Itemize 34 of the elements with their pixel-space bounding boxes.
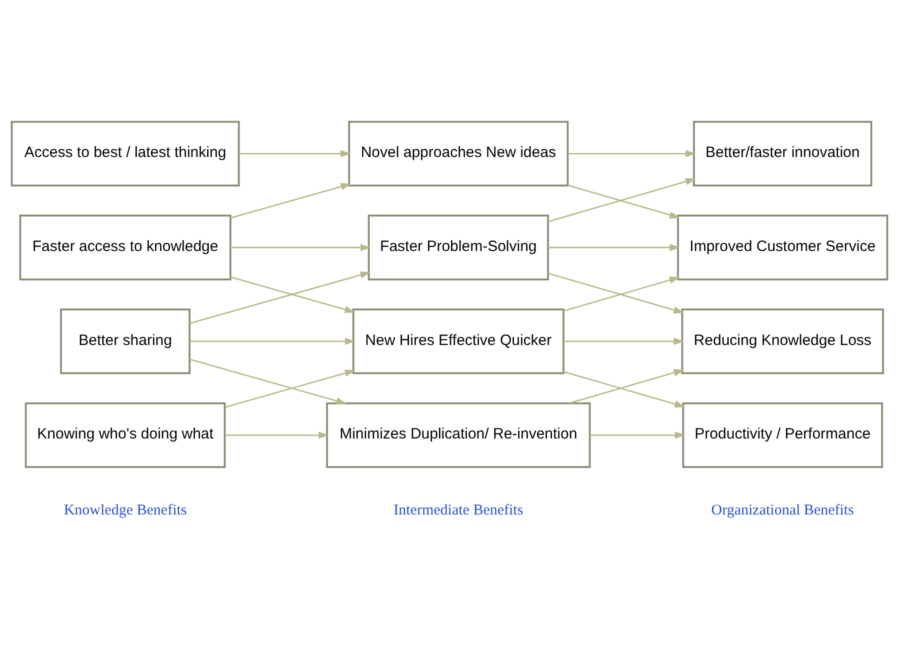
arrow	[569, 368, 684, 404]
arrow	[238, 150, 351, 157]
node-box: Improved Customer Service	[677, 214, 888, 280]
arrow	[224, 369, 356, 408]
node-box: New Hires Effective Quicker	[352, 308, 564, 374]
arrow	[548, 272, 684, 313]
node-box: Better sharing	[60, 308, 191, 374]
arrow	[230, 182, 352, 218]
arrow	[548, 178, 696, 222]
arrow	[563, 370, 686, 408]
arrow	[568, 150, 696, 157]
label: Knowledge Benefits	[64, 502, 187, 518]
node-box: Better/faster innovation	[693, 120, 872, 186]
label: Intermediate Benefits	[394, 502, 524, 518]
arrow	[564, 337, 684, 344]
node-box: Access to best / latest thinking	[10, 120, 240, 186]
node-box: Novel approaches New ideas	[348, 120, 569, 186]
arrow	[190, 358, 347, 404]
arrow	[225, 431, 329, 438]
arrow	[230, 276, 356, 312]
node-box: Faster Problem-Solving	[368, 214, 549, 280]
arrow	[190, 270, 371, 324]
node-box: Reducing Knowledge Loss	[681, 308, 884, 374]
arrow	[568, 184, 680, 218]
node-box: Knowing who's doing what	[24, 402, 226, 468]
node-box: Minimizes Duplication/ Re-invention	[326, 402, 591, 468]
node-box: Productivity / Performance	[682, 402, 884, 468]
label: Organizational Benefits	[711, 502, 854, 518]
arrow	[548, 243, 680, 251]
arrow	[590, 431, 686, 438]
arrow	[563, 276, 680, 312]
node-box: Faster access to knowledge	[19, 214, 232, 280]
arrow	[190, 337, 356, 344]
arrow	[230, 243, 371, 251]
